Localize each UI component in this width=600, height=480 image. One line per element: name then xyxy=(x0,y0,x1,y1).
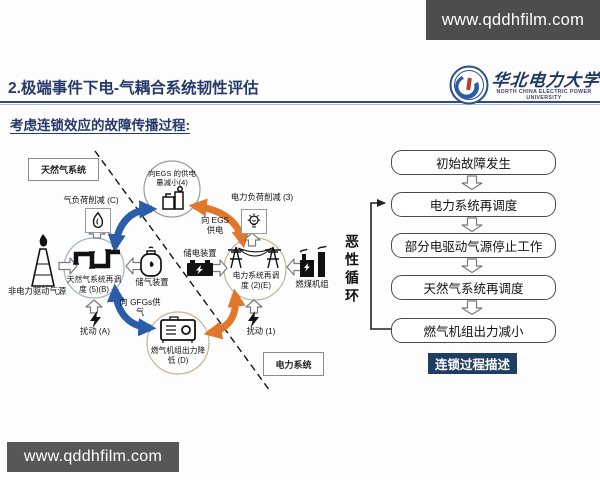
watermark-bottom-text: www.qddhfilm.com xyxy=(23,448,163,465)
arrow-power-load-shed xyxy=(243,232,261,247)
flow-arrow-2 xyxy=(461,217,483,233)
node-gfg-output-decrease xyxy=(146,311,210,375)
title-divider-light xyxy=(0,104,600,105)
university-name-en2: UNIVERSITY xyxy=(526,95,562,101)
node-egs-text: 向EGS 的供电 量减小(4) xyxy=(146,169,198,188)
system-boundary-dashed-line xyxy=(94,150,271,392)
gas-tank-icon xyxy=(140,246,162,277)
watermark-bottom: www.qddhfilm.com xyxy=(7,442,179,472)
node-gfg-text: 燃气机组出力降 低 (D) xyxy=(146,346,210,365)
title-divider xyxy=(0,101,600,103)
node-gas-text-line1: 天然气系统再调 xyxy=(66,275,122,284)
node-gfg-text-line2: 低 (D) xyxy=(167,355,189,365)
watermark-top-text: www.qddhfilm.com xyxy=(441,10,585,29)
node-gas-text: 天然气系统再调 度 (5)(B) xyxy=(62,275,126,294)
section-subtitle: 考虑连锁效应的故障传播过程: xyxy=(10,118,190,133)
pipeline-icon xyxy=(73,249,120,269)
gas-coupling-arrow-top xyxy=(107,200,158,253)
university-name-en1: NORTH CHINA ELECTRIC POWER xyxy=(496,89,592,95)
node-egs-supply-decrease xyxy=(143,160,201,218)
university-emblem-icon xyxy=(449,65,489,105)
flame-icon xyxy=(92,211,104,229)
flow-step-initial-fault: 初始故障发生 xyxy=(391,150,556,175)
flow-arrow-1 xyxy=(461,175,483,191)
node-power-redispatch xyxy=(223,237,287,301)
bulb-icon xyxy=(247,213,261,228)
arrow-nonpower-source-in xyxy=(58,257,78,275)
flow-arrow-3 xyxy=(461,258,483,274)
node-power-text: 电力系统再调 度 (2)(E) xyxy=(226,271,286,290)
gas-generator-icon xyxy=(160,316,196,343)
label-power-storage: 储电装置 xyxy=(183,248,217,258)
label-to-egs-line1: 向 EGS xyxy=(200,215,230,225)
label-disturbance-1: 扰动 (1) xyxy=(246,326,276,336)
flow-step-egs-stop: 部分电驱动气源停止工作 xyxy=(391,233,556,258)
flow-step-gfg-output-decrease: 燃气机组出力减小 xyxy=(391,318,556,343)
node-power-text-line2: 度 (2)(E) xyxy=(241,280,271,290)
arrow-gas-storage-in xyxy=(125,257,142,275)
watermark-top: www.qddhfilm.com xyxy=(426,0,600,40)
label-gas-load-shed: 气负荷削减 (C) xyxy=(63,195,119,205)
vicious-cycle-label: 恶性循环 xyxy=(344,234,360,306)
power-load-shed-box xyxy=(241,209,267,234)
flow-step-gas-redispatch: 天然气系统再调度 xyxy=(391,275,556,300)
power-coupling-arrow-bottom xyxy=(203,288,246,340)
gas-coupling-arrow-bottom xyxy=(106,283,157,337)
egs-facility-icon xyxy=(162,186,184,210)
vicious-cycle-loop-arrow xyxy=(370,199,391,330)
label-coal-unit: 燃煤机组 xyxy=(295,279,329,289)
label-nonpower-gas-source: 非电力驱动气源 xyxy=(7,286,67,296)
transmission-towers-icon xyxy=(228,246,281,269)
node-gas-text-line2: 度 (5)(B) xyxy=(79,284,109,294)
lightning-icon-power xyxy=(248,311,259,328)
label-to-gfgs-line1: 向 GFGs供 xyxy=(119,297,161,307)
label-disturbance-a: 扰动 (A) xyxy=(80,326,110,336)
battery-icon xyxy=(187,260,213,276)
arrow-disturbance-a-in xyxy=(85,299,103,314)
gas-region-label-box: 天然气系统 xyxy=(28,158,99,181)
node-egs-text-line2: 量减小(4) xyxy=(156,178,188,188)
cascade-caption-box: 连锁过程描述 xyxy=(428,353,517,374)
node-power-text-line1: 电力系统再调 xyxy=(232,271,280,280)
cascade-caption: 连锁过程描述 xyxy=(434,358,510,372)
node-egs-text-line1: 向EGS 的供电 xyxy=(148,169,196,178)
flow-step-power-redispatch: 电力系统再调度 xyxy=(391,192,556,217)
label-to-egs-line2: 供电 xyxy=(206,224,224,235)
flare-tower-icon xyxy=(31,234,55,287)
flow-arrow-4 xyxy=(461,300,483,316)
label-to-gfgs-line2: 气 xyxy=(135,306,145,317)
label-power-load-shed: 电力负荷削减 (3) xyxy=(230,192,294,202)
node-gfg-text-line1: 燃气机组出力降 xyxy=(150,346,206,355)
lightning-icon-gas xyxy=(90,311,101,328)
power-region-label-box: 电力系统 xyxy=(263,352,324,376)
gas-load-shed-box xyxy=(85,208,111,233)
power-region-label: 电力系统 xyxy=(275,359,312,370)
arrow-disturbance-1-in xyxy=(245,299,263,314)
page-title: 2.极端事件下电-气耦合系统韧性评估 xyxy=(8,80,259,97)
label-to-egs: 向 EGS 供电 xyxy=(196,215,234,236)
power-coupling-arrow-top xyxy=(188,198,250,249)
coal-plant-icon xyxy=(299,245,327,277)
label-gas-storage: 储气装置 xyxy=(135,277,169,287)
gas-region-label: 天然气系统 xyxy=(40,165,86,175)
label-to-gfgs: 向 GFGs供 气 xyxy=(114,297,166,318)
